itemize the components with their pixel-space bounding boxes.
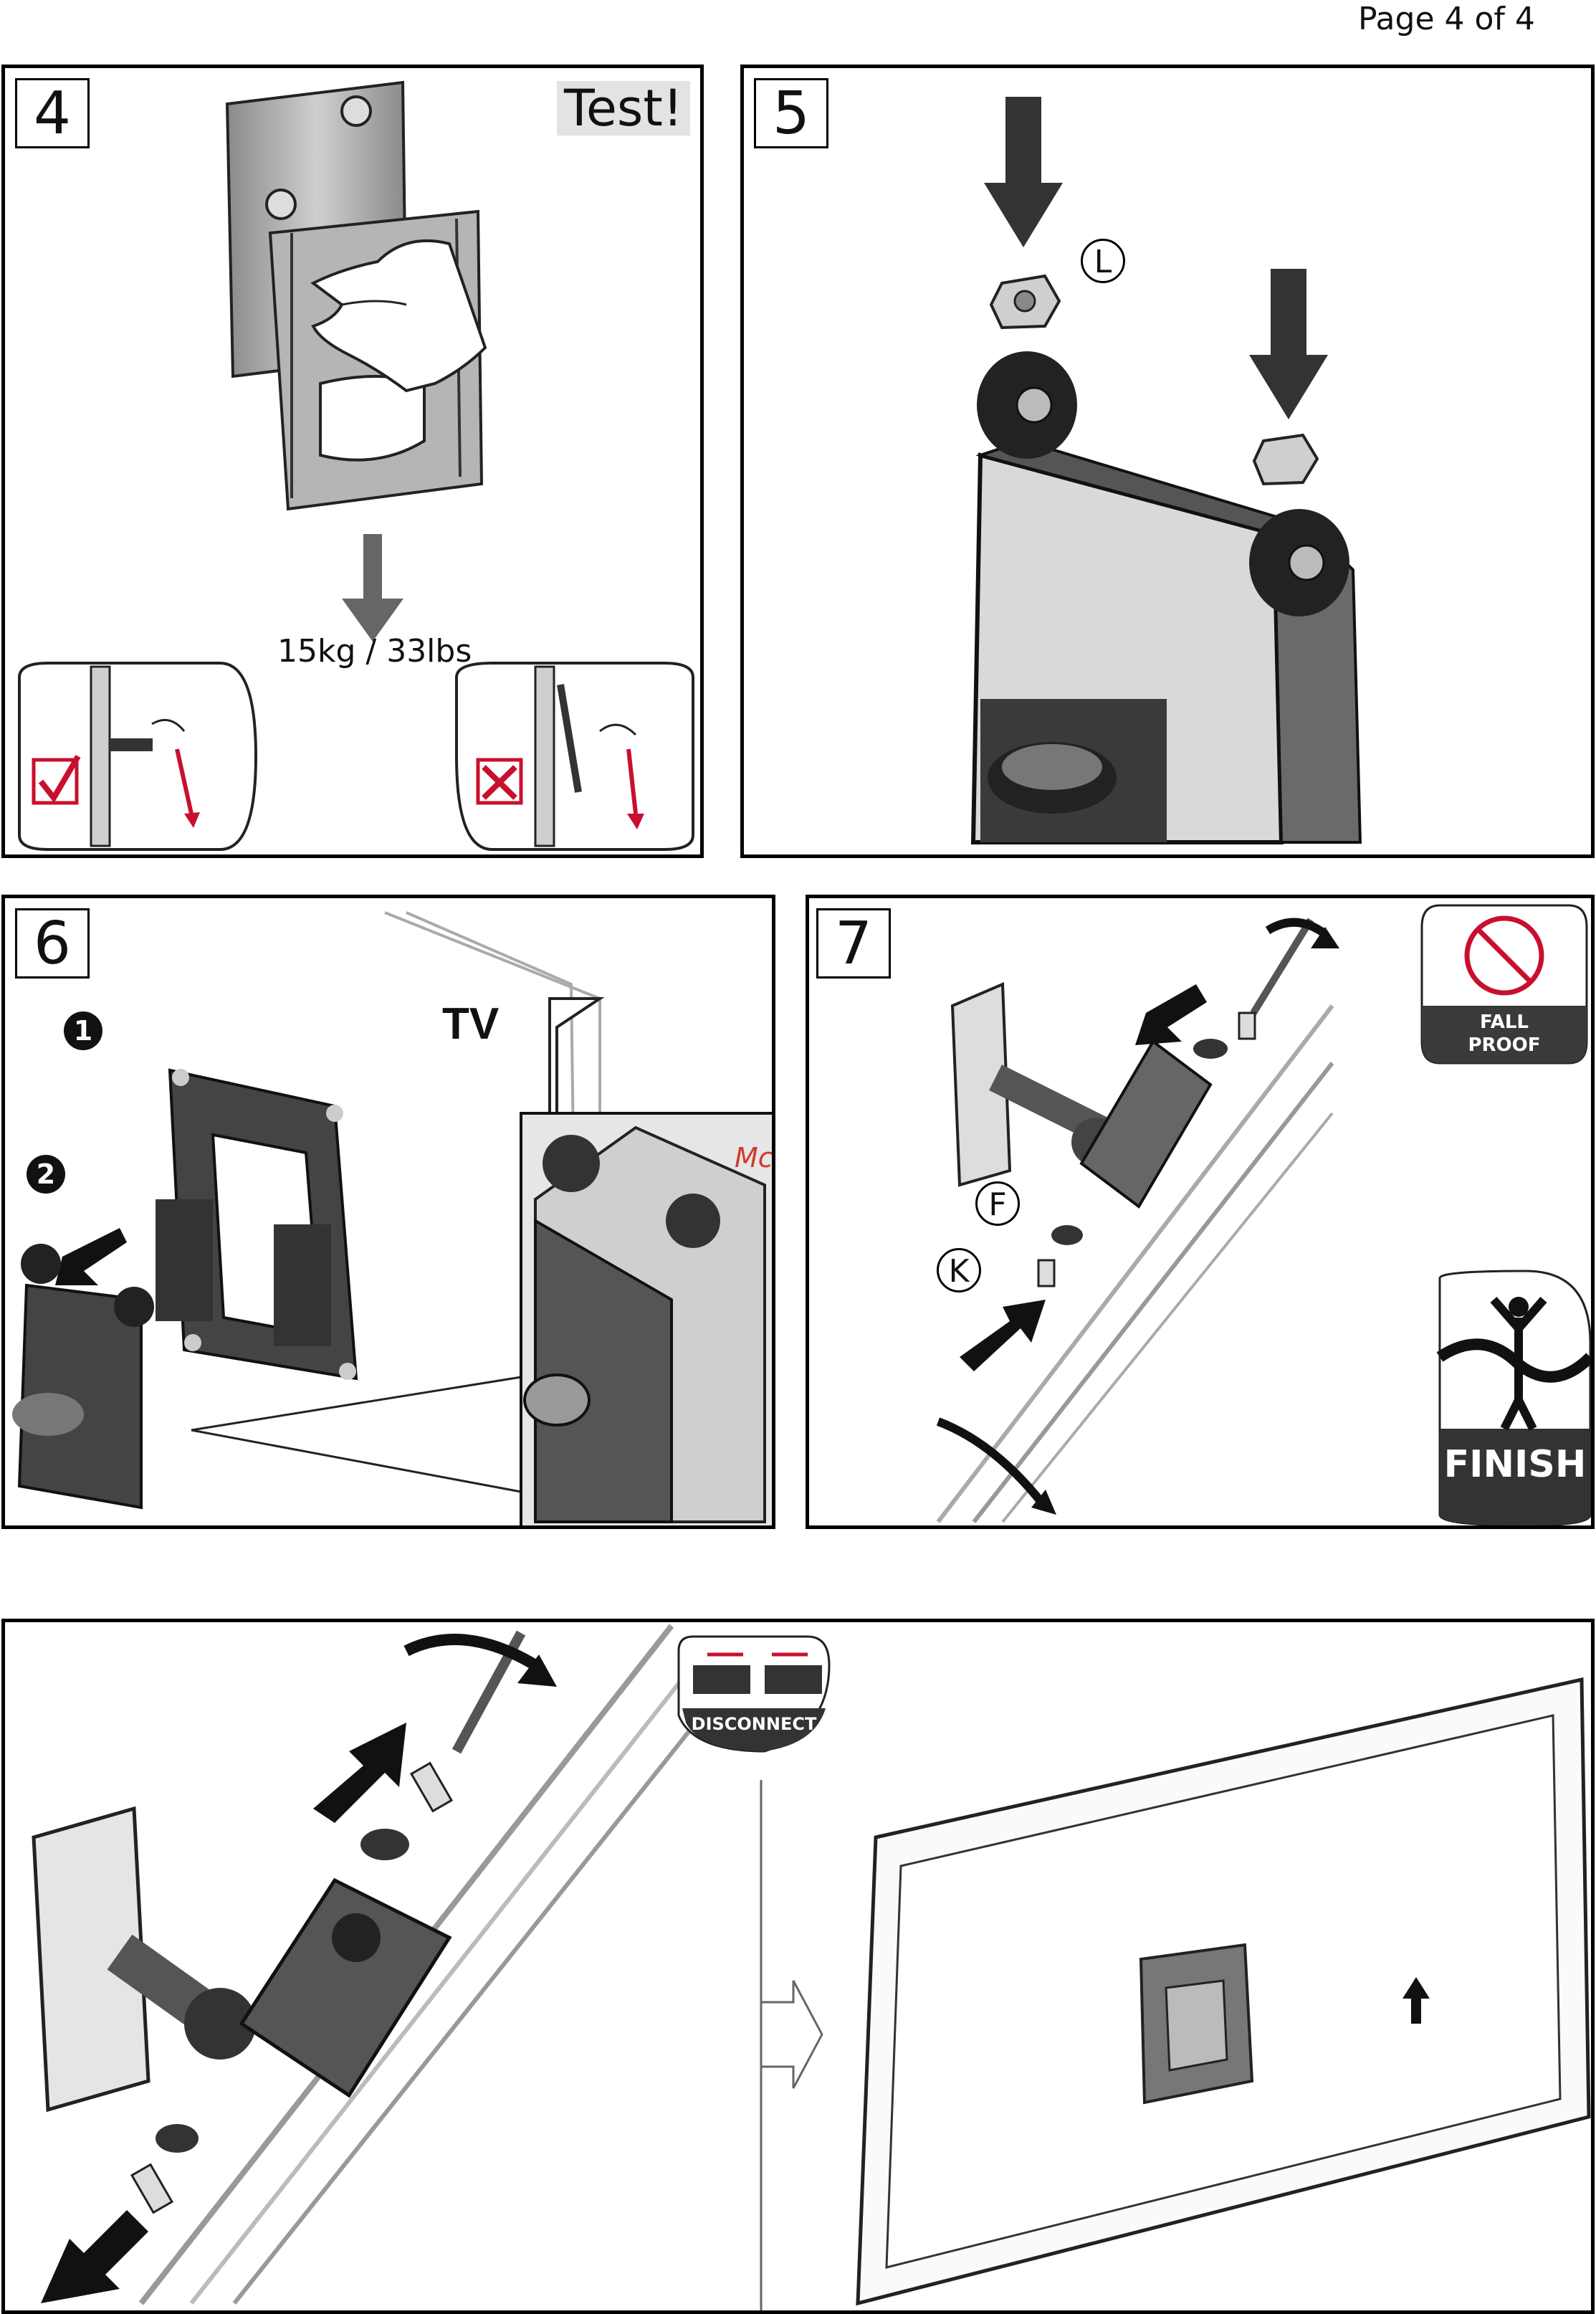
- fall-proof-line2: PROOF: [1422, 1034, 1587, 1056]
- step-7-panel: 7 F K FALL PROOF FINISH: [806, 895, 1595, 1529]
- order-2-marker: 2: [27, 1155, 65, 1194]
- step-4-illustration: [5, 68, 704, 858]
- check-icon: [34, 760, 77, 803]
- disconnect-label: DISCONNECT: [679, 1714, 829, 1734]
- order-1-marker: 1: [64, 1011, 102, 1050]
- callout-K: K: [937, 1248, 981, 1292]
- step-5-number: 5: [754, 78, 828, 148]
- load-capacity-label: 15kg / 33lbs: [277, 633, 472, 670]
- step-7-illustration: [809, 898, 1595, 1529]
- finish-label: FINISH: [1440, 1443, 1590, 1486]
- step-5-panel: 5 L: [740, 65, 1595, 858]
- callout-F: F: [975, 1181, 1020, 1226]
- page-number: Page 4 of 4: [1358, 0, 1544, 39]
- cross-icon: [478, 760, 521, 803]
- step-4-number: 4: [15, 78, 90, 148]
- step-5-illustration: [744, 68, 1595, 858]
- test-label: Test!: [557, 81, 690, 135]
- step-6-illustration: [5, 898, 775, 1529]
- callout-L: L: [1081, 239, 1125, 283]
- watermark: McGrp.Ru: [735, 1142, 775, 1173]
- step-7-number: 7: [816, 908, 891, 979]
- tv-label: TV: [442, 999, 499, 1049]
- disconnect-panel: DISCONNECT: [1, 1619, 1595, 2314]
- step-4-panel: 4 Test! 15kg / 33lbs: [1, 65, 704, 858]
- fall-proof-line1: FALL: [1422, 1011, 1587, 1033]
- step-6-panel: 6 TV 1 2 McGrp.Ru: [1, 895, 775, 1529]
- step-6-number: 6: [15, 908, 90, 979]
